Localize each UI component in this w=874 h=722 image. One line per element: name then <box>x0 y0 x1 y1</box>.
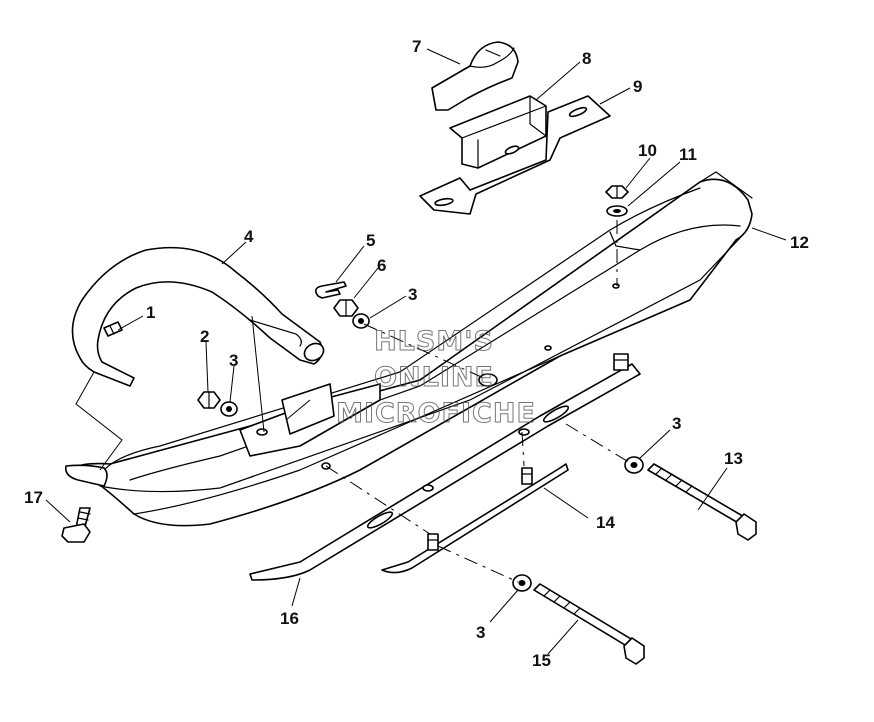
callout-3-right: 3 <box>672 414 681 433</box>
callout-15: 15 <box>532 651 551 670</box>
callout-3-left: 3 <box>229 351 238 370</box>
part-3-washer-right <box>624 456 644 474</box>
part-10-nut <box>605 185 629 199</box>
part-7-bumper-pad <box>431 41 519 111</box>
callout-6: 6 <box>377 256 386 275</box>
part-12-ski-body <box>64 171 753 527</box>
callout-14: 14 <box>596 513 615 532</box>
callout-17: 17 <box>24 488 43 507</box>
callout-12: 12 <box>790 233 809 252</box>
callout-4: 4 <box>244 227 254 246</box>
part-2-nut <box>197 391 221 409</box>
callout-7: 7 <box>412 37 421 56</box>
callout-16: 16 <box>280 609 299 628</box>
callout-11: 11 <box>679 145 697 164</box>
part-15-bolt <box>533 583 645 665</box>
watermark-line-2: ONLINE <box>374 362 494 393</box>
callout-3-bottom: 3 <box>476 623 485 642</box>
watermark-line-3: MICROFICHE <box>336 398 536 429</box>
part-14-runner <box>381 463 569 574</box>
part-3-washer-top <box>352 313 370 329</box>
callout-13: 13 <box>724 449 743 468</box>
part-16-wear-bar <box>249 353 641 581</box>
leader-lines <box>45 48 787 655</box>
part-13-bolt <box>647 463 757 541</box>
part-6-castle-nut <box>333 299 359 317</box>
assembly-lines <box>75 220 633 583</box>
part-11-washer <box>606 205 628 217</box>
watermark: HLSM'S ONLINE MICROFICHE <box>336 326 536 430</box>
part-8-saddle-bracket <box>449 95 547 169</box>
callout-8: 8 <box>582 49 591 68</box>
part-3-washer-bottom <box>512 574 532 592</box>
part-17-bolt <box>61 507 91 543</box>
part-9-mounting-plate <box>419 95 611 215</box>
watermark-line-1: HLSM'S <box>374 326 494 357</box>
callouts: 1 2 3 3 3 3 4 5 6 7 8 9 10 11 12 13 14 1… <box>24 37 809 670</box>
callout-1: 1 <box>146 303 155 322</box>
callout-5: 5 <box>366 231 375 250</box>
callout-10: 10 <box>638 141 657 160</box>
part-5-cotter-pin <box>314 281 347 299</box>
part-4-handle <box>71 246 325 387</box>
part-1-clip <box>103 321 123 337</box>
callout-2: 2 <box>200 327 209 346</box>
callout-3-top: 3 <box>408 285 417 304</box>
part-3-washer-left <box>220 401 238 417</box>
callout-9: 9 <box>633 77 642 96</box>
